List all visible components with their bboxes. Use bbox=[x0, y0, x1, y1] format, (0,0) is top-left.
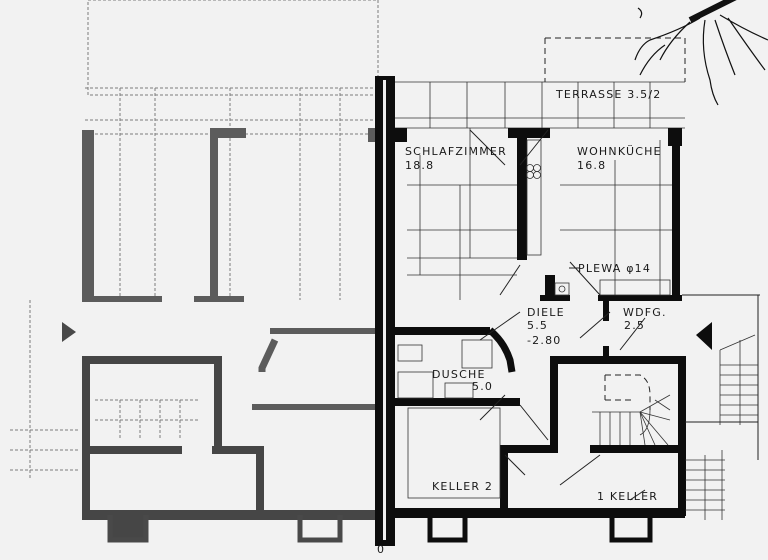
mirrored-unit-faded bbox=[10, 0, 382, 543]
level-diele: -2.80 bbox=[527, 334, 561, 347]
label-keller-1: 1 KELLER bbox=[597, 490, 658, 503]
area-dusche: 5.0 bbox=[472, 380, 493, 393]
terrace bbox=[395, 37, 686, 129]
interior-lines bbox=[397, 128, 672, 501]
area-diele: 5.5 bbox=[527, 319, 548, 332]
area-schlafzimmer: 18.8 bbox=[405, 159, 434, 172]
label-wdfg: WDFG. bbox=[623, 306, 667, 319]
label-terrasse: TERRASSE 3.5/2 bbox=[555, 88, 661, 101]
label-plewa: PLEWA φ14 bbox=[578, 262, 651, 275]
walls bbox=[395, 128, 686, 543]
label-wohnkueche: WOHNKÜCHE bbox=[577, 145, 662, 158]
entrance-arrow-icon bbox=[696, 322, 712, 350]
label-diele: DIELE bbox=[527, 306, 565, 319]
area-wdfg: 2.5 bbox=[624, 319, 645, 332]
axis-mark: 0 bbox=[377, 543, 385, 556]
exterior-stairs bbox=[682, 294, 760, 520]
tree-icon bbox=[634, 0, 768, 106]
label-schlafzimmer: SCHLAFZIMMER bbox=[405, 145, 507, 158]
area-wohnkueche: 16.8 bbox=[577, 159, 606, 172]
label-dusche: DUSCHE bbox=[432, 368, 486, 381]
label-keller-2: KELLER 2 bbox=[432, 480, 493, 493]
